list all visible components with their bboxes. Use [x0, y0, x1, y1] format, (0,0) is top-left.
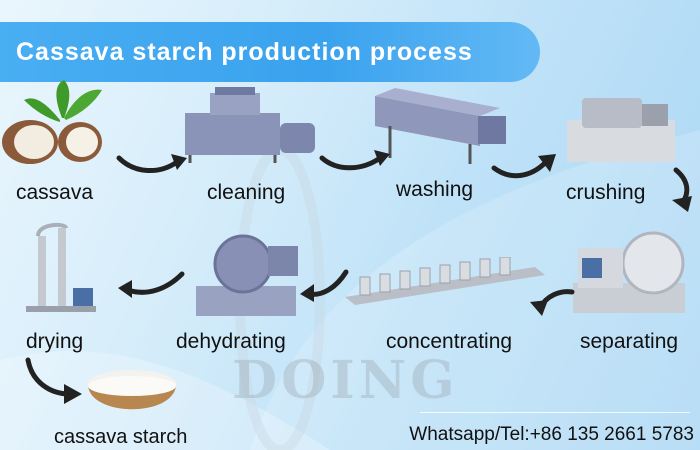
step-label-drying: drying: [26, 330, 84, 353]
step-label-separating: separating: [580, 330, 679, 353]
step-label-crushing: crushing: [566, 181, 646, 204]
step-label-cleaning: cleaning: [207, 181, 286, 204]
step-label-washing: washing: [396, 178, 474, 201]
arrow-concentrating-to-dehydrating: [300, 269, 349, 302]
separating-machine-image: [573, 231, 685, 313]
page-title: Cassava starch production process: [16, 38, 473, 66]
step-label-cassava: cassava: [16, 181, 94, 204]
arrow-crushing-to-separating: [672, 167, 692, 212]
concentrating-machine-image: [345, 257, 545, 305]
title-banner: Cassava starch production process: [0, 22, 540, 82]
dehydrating-machine-image: [196, 234, 298, 316]
arrow-drying-to-starch: [25, 357, 82, 404]
cassava-image: [2, 80, 102, 164]
starch-bowl-image: [88, 370, 176, 410]
watermark-logo: DOING: [232, 350, 459, 411]
arrow-separating-to-concentrating: [530, 289, 575, 316]
step-label-starch: cassava starch: [54, 426, 188, 448]
step-label-concentrating: concentrating: [386, 330, 513, 353]
arrow-cassava-to-cleaning: [116, 154, 187, 174]
step-label-dehydrating: dehydrating: [176, 330, 286, 353]
washing-machine-image: [375, 88, 506, 164]
arrow-washing-to-crushing: [491, 154, 556, 179]
arrow-dehydrating-to-drying: [118, 271, 185, 298]
arrow-cleaning-to-washing: [319, 150, 390, 171]
crushing-machine-image: [567, 98, 675, 162]
divider: [420, 412, 690, 413]
contact-info: Whatsapp/Tel:+86 135 2661 5783: [409, 424, 694, 445]
drying-machine-image: [26, 222, 96, 312]
cleaning-machine-image: [185, 87, 315, 163]
